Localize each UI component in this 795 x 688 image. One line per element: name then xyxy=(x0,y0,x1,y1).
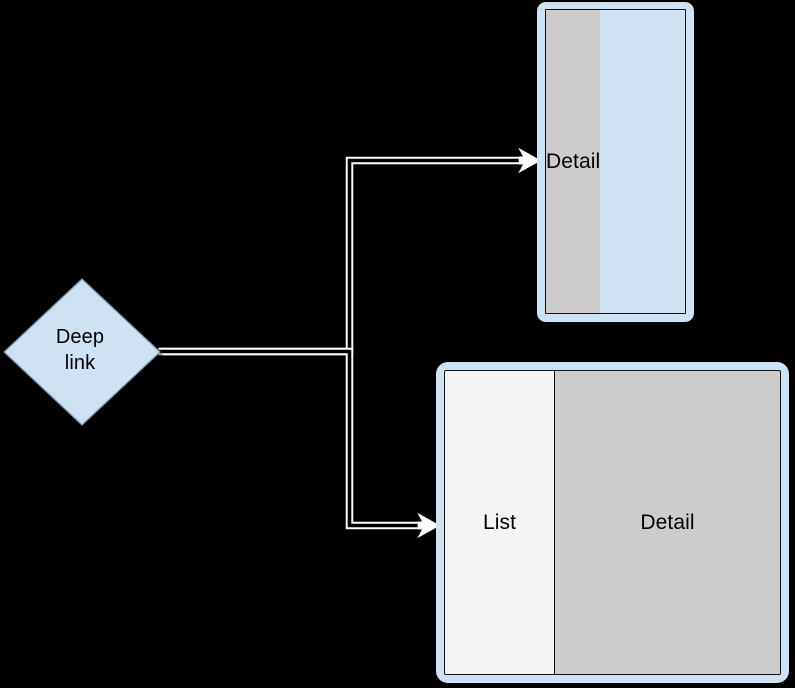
deep-link-label: Deep link xyxy=(1,274,159,428)
deep-link-label-line1: Deep xyxy=(55,326,105,349)
tablet-list-pane[interactable]: List xyxy=(445,371,555,674)
phone-screen: Detail xyxy=(545,9,686,314)
node-deep-link[interactable] xyxy=(1,274,163,428)
deep-link-label-line2: link xyxy=(64,352,96,374)
phone-detail-pane-label: Detail xyxy=(546,149,601,173)
tablet-detail-pane-label: Detail xyxy=(640,510,695,534)
node-tablet-list-detail-screen[interactable]: List Detail xyxy=(436,362,789,683)
edge-deep-link-to-tablet-list-detail xyxy=(158,347,441,539)
deep-link-diamond-shape xyxy=(3,278,163,428)
node-phone-detail-screen[interactable]: Detail xyxy=(537,2,694,322)
tablet-list-pane-label: List xyxy=(482,510,517,534)
tablet-detail-pane[interactable]: Detail xyxy=(555,371,780,674)
phone-detail-pane[interactable]: Detail xyxy=(546,10,601,313)
tablet-screen: List Detail xyxy=(444,370,781,675)
edge-deep-link-to-phone-detail xyxy=(158,147,542,356)
